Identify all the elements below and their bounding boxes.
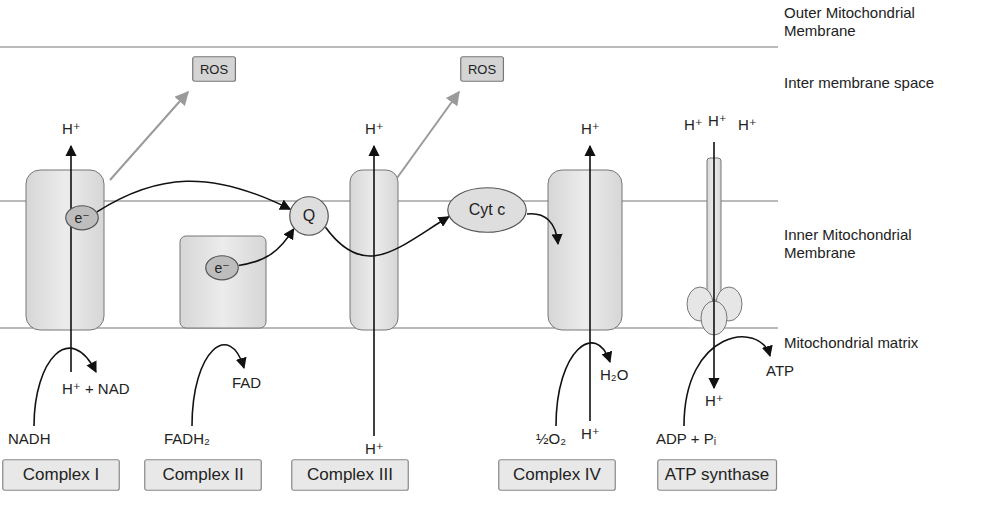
box-shape bbox=[658, 460, 777, 491]
node-text: Complex IV bbox=[513, 465, 601, 485]
node-text: ROS bbox=[200, 62, 228, 77]
complex-label-box: ATP synthase bbox=[657, 459, 777, 491]
ellipse-shape bbox=[206, 256, 239, 280]
box-shape bbox=[145, 460, 262, 491]
substrate-label: ½O₂ bbox=[536, 430, 566, 447]
node-text: Complex I bbox=[23, 465, 100, 485]
region-label: Outer Mitochondrial Membrane bbox=[784, 4, 949, 40]
proton-label: H⁺ bbox=[365, 440, 384, 457]
ros-arrow bbox=[110, 92, 188, 180]
proton-arrow bbox=[373, 146, 375, 436]
complex-label-box: Complex IV bbox=[498, 459, 616, 491]
node-text: Cyt c bbox=[469, 201, 505, 219]
electron-ellipse: e⁻ bbox=[205, 255, 239, 281]
box-shape bbox=[3, 460, 120, 491]
ros-box: ROS bbox=[192, 56, 236, 82]
product-label: H⁺ + NAD bbox=[62, 380, 130, 397]
node-text: e⁻ bbox=[74, 210, 89, 226]
region-label: Inter membrane space bbox=[784, 74, 949, 92]
proton-label: H⁺ bbox=[581, 120, 600, 137]
substrate-label: ADP + Pᵢ bbox=[656, 430, 716, 447]
region-label: Mitochondrial matrix bbox=[784, 334, 949, 352]
cytochrome-c-ellipse: Cyt c bbox=[447, 187, 527, 233]
ellipse-shape bbox=[448, 188, 527, 233]
ellipse-shape bbox=[290, 197, 329, 236]
node-text: Complex II bbox=[162, 465, 243, 485]
complex-i-shape bbox=[26, 170, 104, 330]
product-label: H₂O bbox=[600, 366, 628, 383]
proton-label: H⁺ bbox=[705, 392, 724, 409]
complex-ii-shape bbox=[180, 236, 266, 328]
electron-ellipse: e⁻ bbox=[65, 205, 99, 231]
proton-arrow bbox=[589, 146, 591, 421]
electron-flow-arrow bbox=[239, 229, 294, 266]
region-label: Inner Mitochondrial Membrane bbox=[784, 226, 949, 262]
substrate-arrow bbox=[556, 343, 610, 426]
electron-flow-arrow bbox=[326, 217, 449, 256]
electron-arrow bbox=[527, 214, 558, 244]
complex-label-box: Complex I bbox=[2, 459, 120, 491]
proton-arrow bbox=[713, 142, 715, 388]
proton-label: H⁺ bbox=[708, 112, 727, 129]
node-text: ATP synthase bbox=[665, 465, 769, 485]
substrate-arrow bbox=[684, 337, 770, 426]
proton-label: H⁺ bbox=[684, 116, 703, 133]
substrate-label: NADH bbox=[8, 430, 51, 447]
box-shape bbox=[292, 460, 409, 491]
ubiquinone-circle: Q bbox=[289, 196, 329, 236]
complex-label-box: Complex II bbox=[144, 459, 262, 491]
proton-label: H⁺ bbox=[738, 116, 757, 133]
complex-label-box: Complex III bbox=[291, 459, 409, 491]
substrate-label: FADH₂ bbox=[164, 430, 210, 447]
proton-label: H⁺ bbox=[581, 425, 600, 442]
electron-flow-arrow bbox=[97, 181, 290, 212]
node-text: e⁻ bbox=[214, 260, 229, 276]
ros-arrow bbox=[397, 92, 459, 178]
node-text: Complex III bbox=[307, 465, 393, 485]
proton-arrow bbox=[70, 146, 72, 372]
ros-box: ROS bbox=[460, 56, 504, 82]
product-label: ATP bbox=[766, 362, 794, 379]
box-shape bbox=[193, 57, 236, 82]
complex-iv-shape bbox=[548, 170, 622, 330]
outer-membrane bbox=[0, 46, 778, 47]
proton-label: H⁺ bbox=[365, 120, 384, 137]
box-shape bbox=[499, 460, 616, 491]
node-text: ROS bbox=[468, 62, 496, 77]
box-shape bbox=[461, 57, 504, 82]
product-label: FAD bbox=[232, 374, 261, 391]
node-text: Q bbox=[303, 207, 315, 225]
proton-label: H⁺ bbox=[62, 120, 81, 137]
ellipse-shape bbox=[66, 206, 99, 230]
